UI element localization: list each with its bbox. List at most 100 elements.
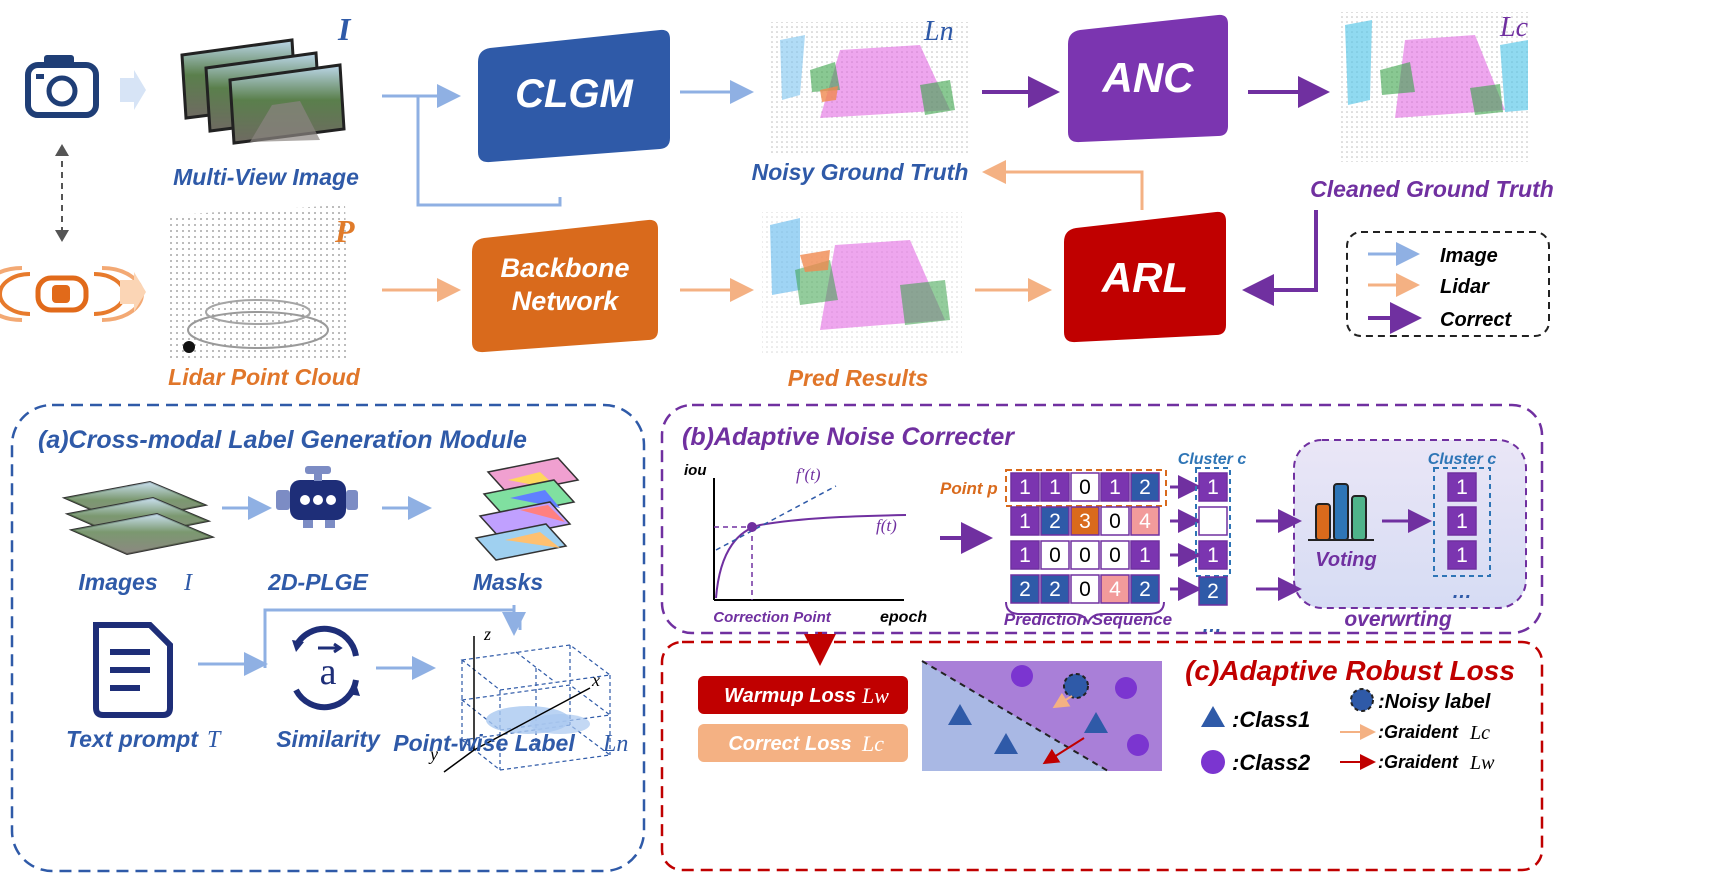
lidar-symbol: P <box>334 213 355 249</box>
svg-text:2: 2 <box>1049 510 1061 533</box>
cluster-cells: 1-112 <box>1198 472 1228 606</box>
axis-x-label: x <box>591 670 600 690</box>
pred-results-cloud <box>762 212 962 354</box>
panel-c: Warmup Loss Lw Correct Loss Lc (c)Adapti… <box>660 640 1544 872</box>
noisy-label: Noisy Ground Truth <box>752 159 969 185</box>
cluster-cell: -1 <box>1198 506 1228 536</box>
plot-epoch-label: epoch <box>880 609 927 626</box>
up-arrowhead <box>55 144 69 156</box>
clgm-label: CLGM <box>515 72 634 116</box>
svg-text:2: 2 <box>1139 578 1151 601</box>
svg-text:1: 1 <box>1456 544 1468 567</box>
sequence-cell: 2 <box>1040 506 1070 536</box>
lidar-point-cloud <box>168 205 350 358</box>
pointwise-label: Point-wise Label <box>393 730 575 756</box>
overwriting-label: overwrting <box>1344 608 1452 631</box>
noisy-label-icon <box>1350 688 1374 712</box>
grad-c-label: :Graident <box>1378 722 1459 742</box>
backbone-label-1: Backbone <box>500 253 629 283</box>
class1-icon <box>1201 706 1225 727</box>
pointwise-symbol: Ln <box>602 731 628 757</box>
svg-text:1: 1 <box>1019 544 1031 567</box>
f-label: f(t) <box>876 516 897 535</box>
arrow-backbone-to-clgm <box>416 96 562 207</box>
images-symbol: I <box>183 570 193 596</box>
svg-text:2: 2 <box>1019 578 1031 601</box>
arrow-arl-to-noisy <box>982 160 1144 210</box>
arrow-cleaned-to-arl <box>1242 210 1318 306</box>
svg-text:-1: -1 <box>1204 510 1223 533</box>
sequence-cell: 1 <box>1100 472 1130 502</box>
backbone-label-2: Network <box>512 286 621 316</box>
sequence-brace <box>1005 601 1165 625</box>
multiview-label: Multi-View Image <box>173 164 359 190</box>
sequence-cell: 0 <box>1070 540 1100 570</box>
panel-a-title: (a)Cross-modal Label Generation Module <box>38 426 527 454</box>
car-lidar-icon <box>0 266 144 322</box>
correct-loss-label: Correct Loss <box>728 733 851 755</box>
svg-text:3: 3 <box>1079 510 1091 533</box>
svg-text:2: 2 <box>1207 580 1219 603</box>
svg-text:2: 2 <box>1139 476 1151 499</box>
arl-label: ARL <box>1101 254 1188 301</box>
sequence-cell: 2 <box>1130 472 1160 502</box>
legend: Image Lidar Correct <box>1346 231 1550 337</box>
svg-text:0: 0 <box>1049 544 1061 567</box>
result-cell: 1 <box>1447 472 1477 502</box>
plot-iou-label: iou <box>684 462 707 479</box>
arrow-masks-to-similarity <box>263 608 514 668</box>
svg-text:4: 4 <box>1139 510 1151 533</box>
panel-b-title: (b)Adaptive Noise Correcter <box>682 423 1015 451</box>
sequence-cell: 4 <box>1130 506 1160 536</box>
svg-text:0: 0 <box>1079 476 1091 499</box>
axis-z-label: z <box>483 624 491 644</box>
svg-text:1: 1 <box>1456 476 1468 499</box>
voxel-grid <box>443 636 612 773</box>
cluster-cell: 1 <box>1198 472 1228 502</box>
result-cluster-label: Cluster c <box>1428 451 1497 468</box>
masks-stack <box>474 457 580 561</box>
sequence-cell: 1 <box>1040 472 1070 502</box>
grad-w-label: :Graident <box>1378 752 1459 772</box>
svg-text:0: 0 <box>1079 544 1091 567</box>
sequence-cell: 0 <box>1070 574 1100 604</box>
panel-c-title: (c)Adaptive Robust Loss <box>1185 655 1515 686</box>
text-prompt-symbol: T <box>207 727 222 753</box>
axis-y-label: y <box>428 744 438 764</box>
warmup-loss-box <box>698 676 908 714</box>
anc-label: ANC <box>1102 54 1195 101</box>
legend-correct-label: Correct <box>1440 309 1512 331</box>
anc-box: ANC <box>1068 14 1228 143</box>
lidar-input-arrow <box>120 272 146 312</box>
svg-text:2: 2 <box>1049 578 1061 601</box>
svg-text:1: 1 <box>1139 544 1151 567</box>
panel-a: (a)Cross-modal Label Generation Module I… <box>10 403 646 873</box>
class1-label: :Class1 <box>1232 707 1310 732</box>
svg-text:1: 1 <box>1456 510 1468 533</box>
lidar-label: Lidar Point Cloud <box>168 364 361 390</box>
camera-icon <box>25 55 99 118</box>
correct-loss-box <box>698 724 908 762</box>
svg-text:0: 0 <box>1079 578 1091 601</box>
correction-point-marker <box>747 522 757 532</box>
svg-text:0: 0 <box>1109 544 1121 567</box>
prediction-sequence-label: Prediction Sequence <box>1004 610 1172 629</box>
sequence-cell: 1 <box>1130 540 1160 570</box>
svg-text:1: 1 <box>1207 476 1219 499</box>
clgm-box: CLGM <box>478 29 670 163</box>
cluster-label: Cluster c <box>1178 451 1247 468</box>
sequence-cell: 1 <box>1010 540 1040 570</box>
sequence-cell: 2 <box>1010 574 1040 604</box>
sequence-cell: 0 <box>1100 506 1130 536</box>
correct-loss-symbol: Lc <box>861 731 884 756</box>
down-arrowhead <box>55 230 69 242</box>
image-symbol: I <box>337 11 352 47</box>
svg-text:a: a <box>320 651 337 693</box>
cleaned-ground-truth-cloud <box>1338 12 1528 162</box>
voting-label: Voting <box>1315 549 1376 571</box>
result-cell: 1 <box>1447 540 1477 570</box>
text-prompt-label: Text prompt <box>66 726 199 752</box>
cluster-ellipsis: … <box>1202 615 1222 637</box>
voting-bar-chart-icon <box>1308 483 1374 541</box>
